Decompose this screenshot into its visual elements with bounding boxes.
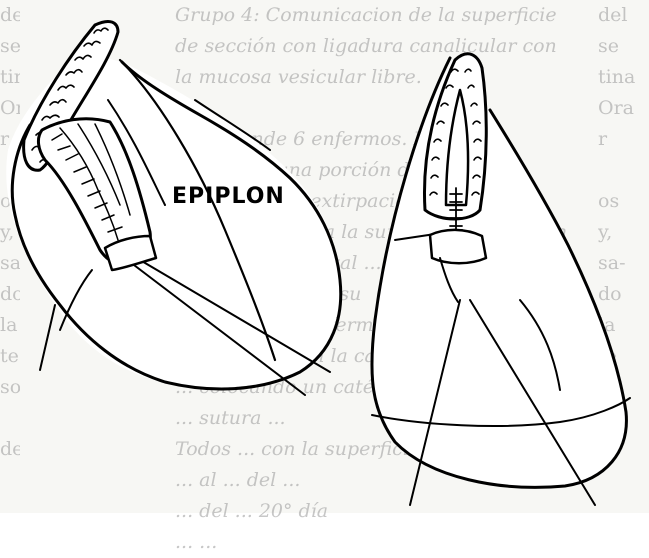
epiplon-label: EPIPLON: [172, 184, 285, 209]
right-suture-stitches: [450, 188, 462, 232]
background-text-line: ... ...: [175, 527, 615, 558]
scanned-page: delsetinaOrarosy,sa-dolatesode Grupo 4: …: [0, 0, 649, 513]
right-margin-text-line: [598, 527, 649, 558]
left-margin-text-line: [0, 527, 20, 558]
right-figure: [371, 54, 630, 505]
left-duct-line-3: [40, 305, 55, 370]
right-neck-tie: [430, 230, 486, 263]
surgical-illustration: EPIPLON: [0, 0, 649, 513]
